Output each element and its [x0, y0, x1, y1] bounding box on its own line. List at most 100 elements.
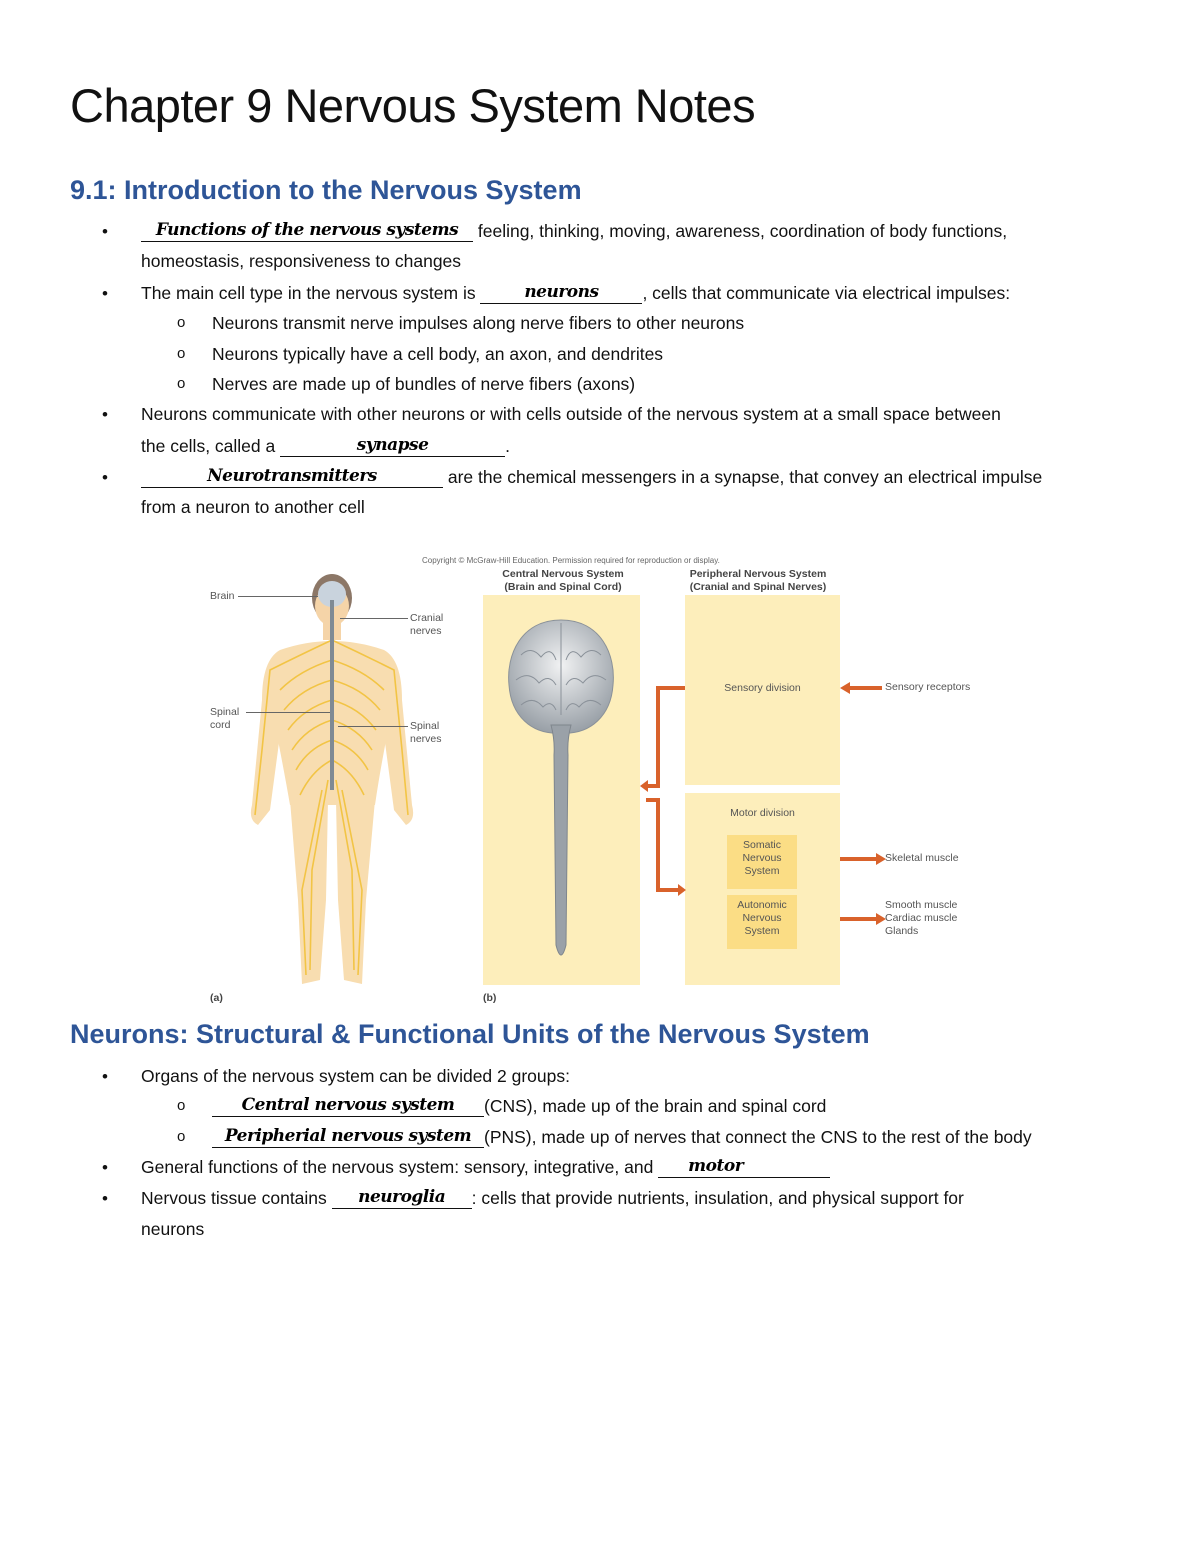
item-text: (CNS), made up of the brain and spinal c… — [484, 1096, 827, 1116]
label-spinal-cord: Spinal — [210, 706, 240, 718]
arrow-right-icon — [678, 884, 686, 896]
somatic-line-2: Nervous — [742, 852, 782, 864]
fill-blank-field[interactable]: Neurotransmitters — [141, 465, 443, 488]
bullet-icon: • — [102, 405, 108, 424]
page-title: Chapter 9 Nervous System Notes — [70, 79, 756, 132]
cns-heading-line-2: (Brain and Spinal Cord) — [504, 581, 622, 593]
list-item-continuation: from a neuron to another cell — [141, 497, 365, 517]
sensory-division-label: Sensory division — [724, 682, 801, 694]
somatic-nervous-system-box: Somatic Nervous System — [727, 835, 797, 889]
pns-heading: Peripheral Nervous System (Cranial and S… — [678, 568, 838, 594]
sensory-arrow — [848, 686, 882, 690]
fill-blank-field[interactable]: Functions of the nervous systems — [141, 219, 473, 242]
label-cranial-nerves: Cranial — [410, 612, 444, 624]
fill-blank-field[interactable]: motor — [658, 1155, 831, 1178]
item-text: . — [505, 436, 510, 456]
handwritten-answer: motor — [688, 1156, 744, 1176]
somatic-line-3: System — [744, 865, 780, 877]
item-text: the cells, called a — [141, 436, 281, 456]
nervous-system-figure: Copyright © McGraw-Hill Education. Permi… — [200, 550, 1000, 1010]
cns-panel — [483, 595, 640, 985]
cns-heading-line-1: Central Nervous System — [502, 568, 624, 580]
list-item-continuation: the cells, called a synapse. — [141, 434, 510, 458]
bullet-icon: • — [102, 468, 108, 487]
sub-item-cns: Central nervous system (CNS), made up of … — [212, 1094, 826, 1118]
open-bullet-icon: o — [177, 375, 186, 392]
handwritten-answer: Functions of the nervous systems — [155, 220, 459, 240]
label-cranial-nerves-2: nerves — [410, 625, 442, 637]
callout-line — [340, 618, 408, 619]
handwritten-answer: Central nervous system — [241, 1095, 455, 1115]
item-text: , cells that communicate via electrical … — [642, 283, 1011, 303]
handwritten-answer: neuroglia — [358, 1187, 446, 1207]
handwritten-answer: Neurotransmitters — [207, 466, 377, 486]
section-heading-neurons: Neurons: Structural & Functional Units o… — [70, 1019, 870, 1049]
list-item-synapse: Neurons communicate with other neurons o… — [141, 404, 1001, 424]
handwritten-answer: Peripherial nervous system — [224, 1126, 472, 1146]
figure-copyright: Copyright © McGraw-Hill Education. Permi… — [422, 556, 720, 565]
autonomic-line-2: Nervous — [742, 912, 782, 924]
autonomic-arrow — [840, 917, 876, 921]
item-text: Nervous tissue contains — [141, 1188, 332, 1208]
bullet-icon: • — [102, 284, 108, 303]
open-bullet-icon: o — [177, 1097, 186, 1114]
pns-heading-line-2: (Cranial and Spinal Nerves) — [689, 581, 827, 593]
somatic-line-1: Somatic — [743, 839, 781, 851]
list-item-continuation: neurons — [141, 1219, 205, 1239]
connector-arrows — [640, 686, 686, 896]
figure-part-a-label: (a) — [210, 992, 223, 1004]
item-text: : cells that provide nutrients, insulati… — [471, 1188, 964, 1208]
item-text: feeling, thinking, moving, awareness, co… — [473, 221, 1008, 241]
arrow-left-icon — [840, 682, 850, 694]
open-bullet-icon: o — [177, 345, 186, 362]
autonomic-line-1: Autonomic — [737, 899, 787, 911]
label-spinal-nerves: Spinal — [410, 720, 440, 732]
bullet-icon: • — [102, 1158, 108, 1177]
callout-line — [246, 712, 330, 713]
fill-blank-field[interactable]: synapse — [280, 434, 506, 457]
handwritten-answer: synapse — [356, 435, 429, 455]
list-item-general-functions: General functions of the nervous system:… — [141, 1155, 831, 1179]
list-item-cell-type: The main cell type in the nervous system… — [141, 281, 1010, 305]
list-item-organs: Organs of the nervous system can be divi… — [141, 1066, 570, 1086]
arrow-left-icon — [640, 780, 648, 792]
bullet-icon: • — [102, 1067, 108, 1086]
label-spinal-nerves-2: nerves — [410, 733, 442, 745]
autonomic-line-3: System — [744, 925, 780, 937]
arrow-right-icon — [876, 853, 886, 865]
handwritten-answer: neurons — [524, 282, 599, 302]
list-item-continuation: homeostasis, responsiveness to changes — [141, 251, 462, 271]
skeletal-arrow — [840, 857, 876, 861]
motor-division-label: Motor division — [730, 807, 795, 819]
fill-blank-field[interactable]: neurons — [480, 281, 643, 304]
human-body-illustration — [250, 574, 414, 984]
item-text: General functions of the nervous system:… — [141, 1157, 659, 1177]
open-bullet-icon: o — [177, 314, 186, 331]
autonomic-nervous-system-box: Autonomic Nervous System — [727, 895, 797, 949]
callout-line — [338, 726, 408, 727]
sub-item: Nerves are made up of bundles of nerve f… — [212, 374, 636, 394]
item-text: The main cell type in the nervous system… — [141, 283, 481, 303]
open-bullet-icon: o — [177, 1128, 186, 1145]
sub-item: Neurons transmit nerve impulses along ne… — [212, 313, 745, 333]
sensory-receptors-label: Sensory receptors — [885, 681, 971, 693]
fill-blank-field[interactable]: neuroglia — [331, 1186, 472, 1209]
glands-label: Glands — [885, 925, 919, 937]
smooth-muscle-label: Smooth muscle — [885, 899, 958, 911]
motor-division-panel: Motor division Somatic Nervous System Au… — [685, 793, 840, 985]
list-item-nervous-tissue: Nervous tissue contains neuroglia : cells… — [141, 1186, 964, 1210]
item-text: (PNS), made up of nerves that connect th… — [484, 1127, 1032, 1147]
fill-blank-field[interactable]: Central nervous system — [212, 1094, 484, 1117]
sub-item-pns: Peripherial nervous system (PNS), made up… — [212, 1125, 1032, 1149]
item-text: are the chemical messengers in a synapse… — [443, 467, 1043, 487]
list-item-neurotransmitters: Neurotransmitters are the chemical messe… — [141, 465, 1042, 489]
cardiac-muscle-label: Cardiac muscle — [885, 912, 958, 924]
fill-blank-field[interactable]: Peripherial nervous system — [212, 1125, 484, 1148]
brain-spinal-cord-illustration — [508, 619, 614, 956]
sensory-division-panel: Sensory division — [685, 595, 840, 785]
sub-item: Neurons typically have a cell body, an a… — [212, 344, 664, 364]
bullet-icon: • — [102, 1189, 108, 1208]
label-spinal-cord-2: cord — [210, 719, 231, 731]
cns-heading: Central Nervous System (Brain and Spinal… — [483, 568, 643, 594]
